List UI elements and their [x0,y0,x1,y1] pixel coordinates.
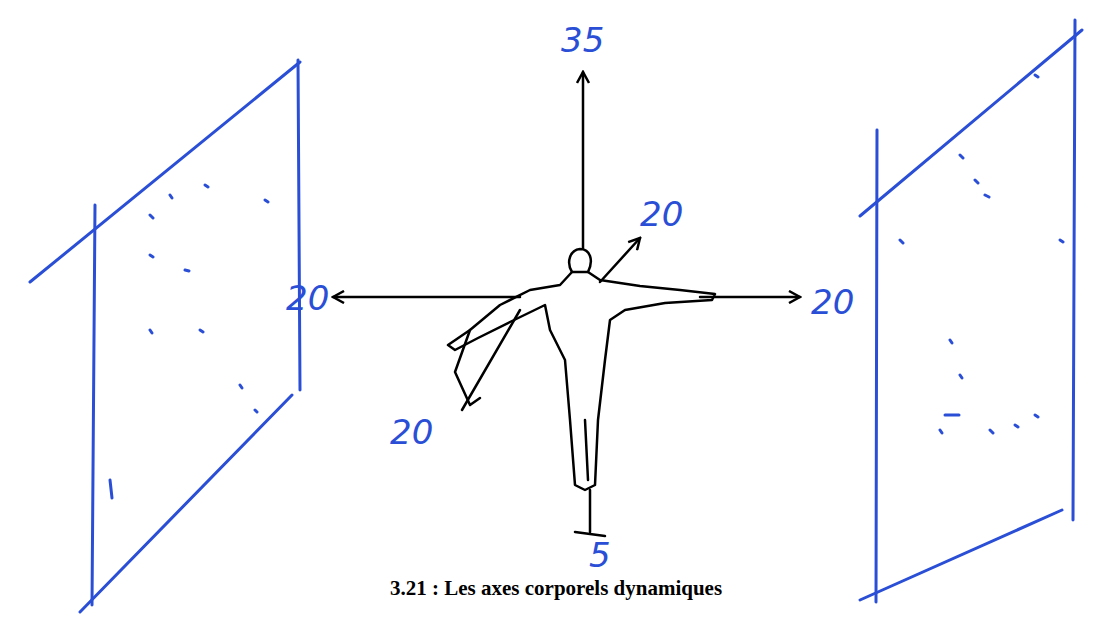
figure-caption: 3.21 : Les axes corporels dynamiques [390,578,722,599]
axes [333,72,800,536]
axis-value: 35 [561,23,604,57]
left-plane [30,60,300,612]
axis-value: 20 [640,197,683,231]
stick-figure [448,249,715,490]
axis-value: 5 [589,538,611,572]
axis-value: 20 [390,415,433,449]
axis-value: 20 [811,285,854,319]
right-plane [860,20,1082,602]
axis-value: 20 [286,281,329,315]
